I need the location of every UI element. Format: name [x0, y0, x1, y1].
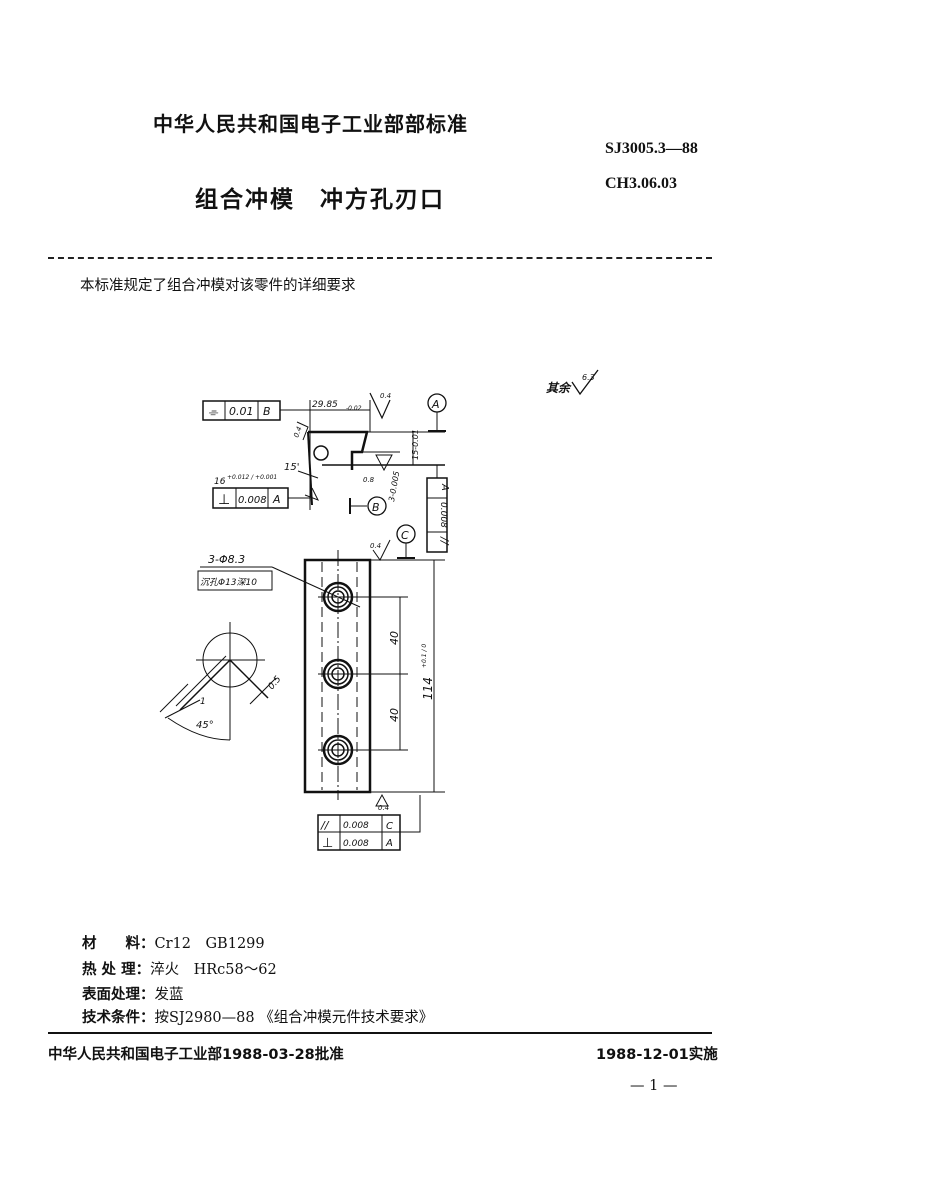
- spec-value: Cr12 GB1299: [154, 936, 265, 952]
- perpendicular-icon: ⊥: [218, 492, 230, 508]
- fcf-bottom: // 0.008 C ⊥ 0.008 A: [317, 795, 421, 851]
- hole-callout: 3-Φ8.3 沉孔Φ13深10: [197, 553, 361, 608]
- spec-label: 热 处 理：: [82, 962, 151, 978]
- dim-16-tol: +0.012 / +0.001: [227, 474, 277, 481]
- roughness-04-c: 0.4: [370, 542, 381, 550]
- footer-divider: [48, 1032, 712, 1034]
- spec-surface-treatment: 表面处理：发蓝: [82, 983, 184, 1004]
- header-divider: [48, 257, 712, 259]
- datum-b: B: [372, 501, 380, 514]
- spec-label: 技术条件：: [82, 1010, 155, 1026]
- fcf-side-datum: A: [439, 483, 450, 491]
- fcf-side-tolerance: 0.008: [438, 502, 448, 528]
- fcf-perp-tolerance: 0.008: [238, 495, 267, 506]
- fcf-top: ⌯ 0.01 B: [202, 400, 310, 421]
- spec-heat-treatment: 热 处 理：淬火 HRc58～62: [82, 958, 277, 979]
- dim-length: 114: [421, 677, 435, 700]
- perpendicular-icon: ⊥: [322, 836, 333, 851]
- chamfer-detail: 0.5 1 45°: [159, 622, 284, 741]
- hole-callout-text: 3-Φ8.3: [208, 553, 245, 566]
- document-title: 组合冲模 冲方孔刃口: [195, 187, 445, 213]
- fcf-parallel-side: A 0.008 //: [426, 465, 451, 553]
- roughness-rest-label: 其余: [546, 381, 572, 395]
- dim-width-tol: -0.02: [346, 405, 362, 412]
- spec-technical-conditions: 技术条件：按SJ2980—88 《组合冲模元件技术要求》: [82, 1006, 433, 1027]
- dim-height: 15-0.01: [411, 429, 420, 460]
- angle-15: 15': [284, 462, 299, 473]
- spec-material: 材 料：Cr12 GB1299: [82, 932, 265, 953]
- punch-profile-view: 29.85 -0.02 15' 15-0.01 3-0.005 0.4 0.8 …: [284, 392, 447, 516]
- dim-length-tol: +0.1 / 0: [421, 644, 428, 668]
- spec-value: 发蓝: [154, 987, 184, 1003]
- dim-pitch-2: 40: [388, 708, 401, 722]
- dim-pitch-1: 40: [388, 631, 401, 645]
- parallel-icon: //: [438, 536, 451, 546]
- approval-date: 中华人民共和国电子工业部1988-03-28批准: [48, 1047, 344, 1063]
- fcf-bottom-datum-2: A: [385, 838, 393, 849]
- dim-width: 29.85: [312, 400, 338, 410]
- fcf-bottom-datum-1: C: [386, 821, 393, 832]
- spec-label: 表面处理：: [82, 987, 155, 1003]
- class-code: CH3.06.03: [605, 175, 677, 192]
- parallel-icon: //: [320, 819, 330, 832]
- fcf-top-datum: B: [263, 405, 271, 418]
- detail-angle: 45°: [196, 720, 214, 731]
- plate-front-view: 40 40 114 +0.1 / 0 0.4: [303, 550, 445, 812]
- spec-label: 材 料：: [82, 936, 155, 952]
- roughness-04-a: 0.4: [380, 392, 391, 400]
- datum-a: A: [431, 398, 440, 411]
- intro-text: 本标准规定了组合冲模对该零件的详细要求: [80, 278, 356, 294]
- detail-width: 1: [200, 697, 206, 707]
- fcf-perpendicular: 16 +0.012 / +0.001 ⊥ 0.008 A: [212, 474, 310, 509]
- detail-chamfer: 0.5: [267, 674, 284, 692]
- standard-number: SJ3005.3—88: [605, 140, 698, 157]
- dim-16: 16: [214, 477, 226, 487]
- roughness-08: 0.8: [363, 476, 375, 484]
- roughness-symbol-icon: [571, 369, 599, 396]
- symmetry-icon: ⌯: [208, 405, 219, 419]
- fcf-top-tolerance: 0.01: [229, 405, 254, 418]
- fcf-bottom-tol-1: 0.008: [343, 821, 369, 831]
- fcf-bottom-tol-2: 0.008: [343, 839, 369, 849]
- dim-step: 3-0.005: [387, 470, 401, 502]
- roughness-rest-value: 6.3: [582, 373, 595, 382]
- spec-value: 按SJ2980—88 《组合冲模元件技术要求》: [154, 1010, 434, 1026]
- roughness-04-b: 0.4: [292, 425, 303, 438]
- effective-date: 1988-12-01实施: [596, 1047, 718, 1063]
- fcf-perp-datum: A: [272, 493, 281, 506]
- counterbore-text: 沉孔Φ13深10: [200, 577, 257, 588]
- page-number: — 1 —: [630, 1078, 678, 1094]
- roughness-04-d: 0.4: [378, 804, 389, 812]
- issuer-heading: 中华人民共和国电子工业部部标准: [153, 112, 468, 136]
- datum-c: C: [401, 529, 409, 542]
- spec-value: 淬火 HRc58～62: [150, 962, 277, 978]
